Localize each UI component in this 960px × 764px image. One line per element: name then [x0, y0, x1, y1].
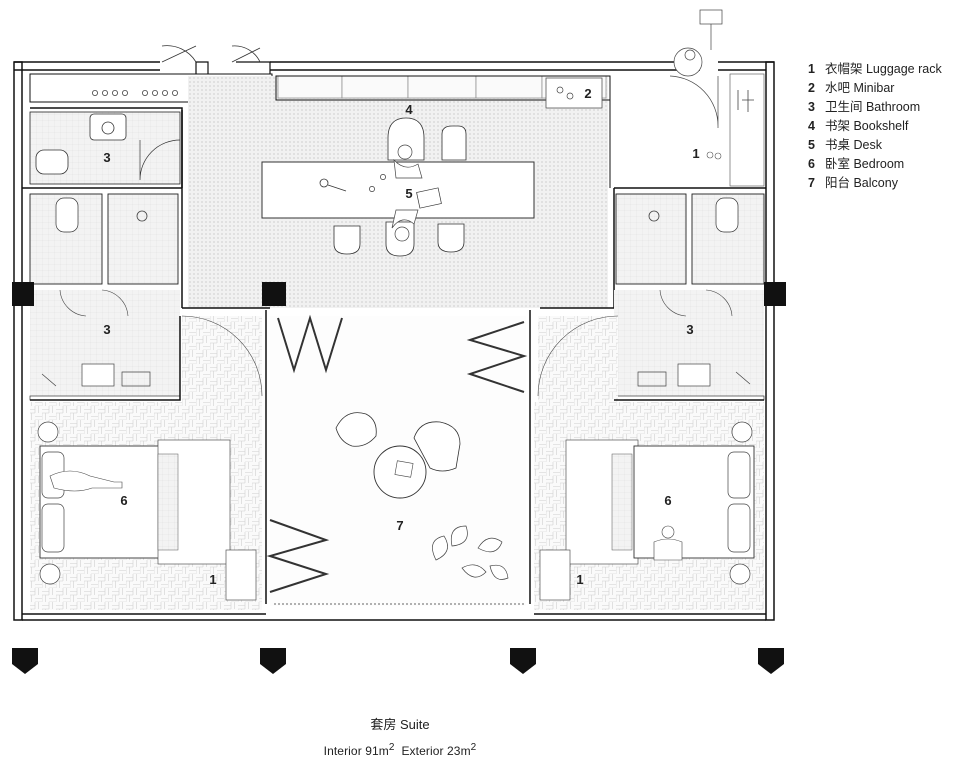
label-bathroom-right: 3: [686, 322, 693, 337]
legend-number: 1: [808, 62, 815, 76]
right-bedroom: [534, 315, 764, 610]
label-luggage-right: 1: [576, 572, 583, 587]
legend-number: 4: [808, 119, 815, 133]
legend-number: 5: [808, 138, 815, 152]
left-bathroom: [29, 193, 181, 401]
legend-item: 6 卧室 Bedroom: [808, 155, 958, 174]
legend-number: 6: [808, 157, 815, 171]
legend-label: 书桌 Desk: [825, 138, 882, 152]
label-luggage-left: 1: [209, 572, 216, 587]
desk-chairs: [333, 117, 467, 257]
minibar-luggage: [545, 9, 765, 188]
right-bathroom: [613, 193, 765, 401]
plan-caption: 套房 Suite Interior 91m2 Exterior 23m2: [300, 714, 500, 758]
legend-label: 衣帽架 Luggage rack: [825, 62, 942, 76]
outer-walls: [13, 61, 775, 621]
label-bedroom-left: 6: [120, 493, 127, 508]
legend: 1 衣帽架 Luggage rack 2 水吧 Minibar 3 卫生间 Bathr…: [808, 60, 958, 193]
legend-label: 阳台 Balcony: [825, 176, 898, 190]
people-at-desk: [391, 144, 423, 242]
legend-label: 卫生间 Bathroom: [825, 100, 921, 114]
section-markers: [12, 648, 784, 674]
entrance-doors: [161, 45, 261, 63]
label-luggage-top: 1: [692, 146, 699, 161]
label-bedroom-right: 6: [664, 493, 671, 508]
label-minibar: 2: [584, 86, 591, 101]
legend-item: 7 阳台 Balcony: [808, 174, 958, 193]
interior-area-unit: 2: [388, 742, 395, 753]
legend-item: 2 水吧 Minibar: [808, 79, 958, 98]
bedroom-walls: [30, 310, 764, 604]
plan-area: Interior 91m2 Exterior 23m2: [300, 742, 500, 758]
legend-item: 1 衣帽架 Luggage rack: [808, 60, 958, 79]
exterior-area-unit: 2: [470, 742, 477, 753]
label-desk: 5: [405, 186, 412, 201]
luggage-cart: [673, 9, 723, 77]
plan-labels: 1 2 3 4 5 3 3 6 6 7 1 1: [103, 86, 699, 587]
label-bathroom-top: 3: [103, 150, 110, 165]
plants: [432, 525, 509, 580]
legend-item: 4 书架 Bookshelf: [808, 117, 958, 136]
legend-label: 卧室 Bedroom: [825, 157, 905, 171]
exterior-area: Exterior 23m: [401, 744, 471, 758]
balcony: [266, 314, 528, 606]
left-bedroom: [30, 315, 263, 610]
label-balcony: 7: [396, 518, 403, 533]
plan-title: 套房 Suite: [370, 717, 430, 732]
label-bathroom-left: 3: [103, 322, 110, 337]
legend-number: 2: [808, 81, 815, 95]
label-bookshelf: 4: [405, 102, 413, 117]
columns: [12, 282, 786, 306]
legend-number: 3: [808, 100, 815, 114]
legend-label: 书架 Bookshelf: [825, 119, 909, 133]
legend-item: 5 书桌 Desk: [808, 136, 958, 155]
interior-area: Interior 91m: [323, 744, 389, 758]
folding-doors: [266, 314, 528, 593]
legend-label: 水吧 Minibar: [825, 81, 895, 95]
legend-item: 3 卫生间 Bathroom: [808, 98, 958, 117]
legend-number: 7: [808, 176, 815, 190]
top-bathroom: [29, 111, 181, 185]
